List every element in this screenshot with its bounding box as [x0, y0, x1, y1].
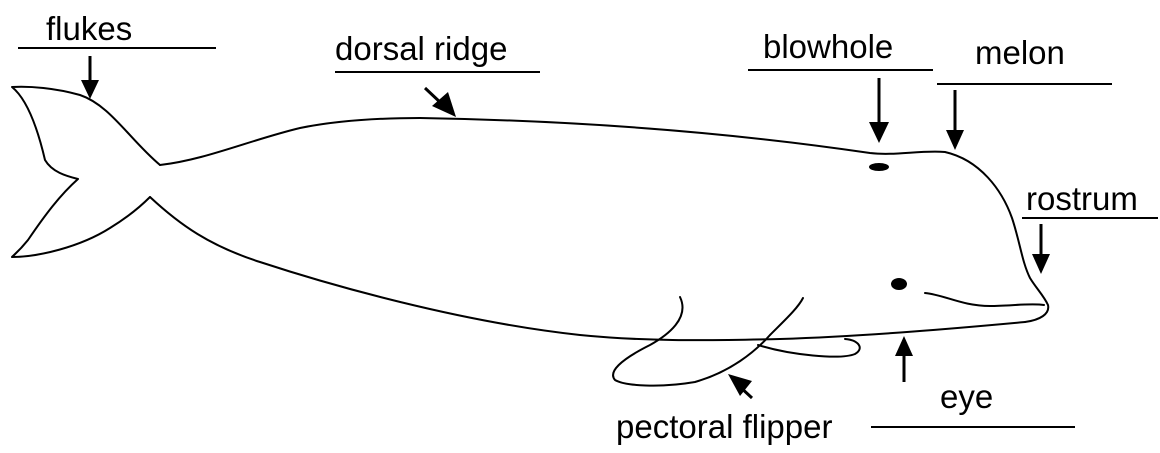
eye-label: eye — [940, 378, 993, 415]
rostrum-label: rostrum — [1026, 180, 1138, 217]
blowhole-mark — [869, 163, 889, 171]
flukes-label: flukes — [46, 10, 132, 47]
belly-outline — [150, 197, 1025, 340]
dorsal-ridge-callout: dorsal ridge — [335, 30, 540, 117]
dorsal-ridge-label: dorsal ridge — [335, 30, 507, 67]
blowhole-callout: blowhole — [748, 28, 933, 143]
dorsal-ridge-arrow-head — [432, 92, 456, 117]
melon-arrow-head — [946, 130, 964, 150]
whale-body — [12, 87, 1048, 386]
flukes-callout: flukes — [18, 10, 216, 99]
eye-mark — [891, 278, 907, 290]
melon-callout: melon — [937, 34, 1112, 150]
tail-flukes-outline — [12, 87, 160, 257]
far-flipper-outline — [758, 339, 860, 357]
blowhole-arrow-head — [869, 122, 889, 143]
mouth-line — [925, 293, 1044, 306]
melon-label: melon — [975, 34, 1065, 71]
rostrum-arrow-head — [1032, 254, 1050, 274]
rostrum-callout: rostrum — [1022, 180, 1158, 274]
eye-arrow-head — [895, 336, 913, 356]
blowhole-label: blowhole — [763, 28, 893, 65]
dorsal-outline — [160, 118, 1048, 322]
pectoral-flipper-outline — [613, 297, 803, 386]
pectoral-flipper-label: pectoral flipper — [616, 408, 832, 445]
eye-callout: eye — [871, 336, 1075, 427]
